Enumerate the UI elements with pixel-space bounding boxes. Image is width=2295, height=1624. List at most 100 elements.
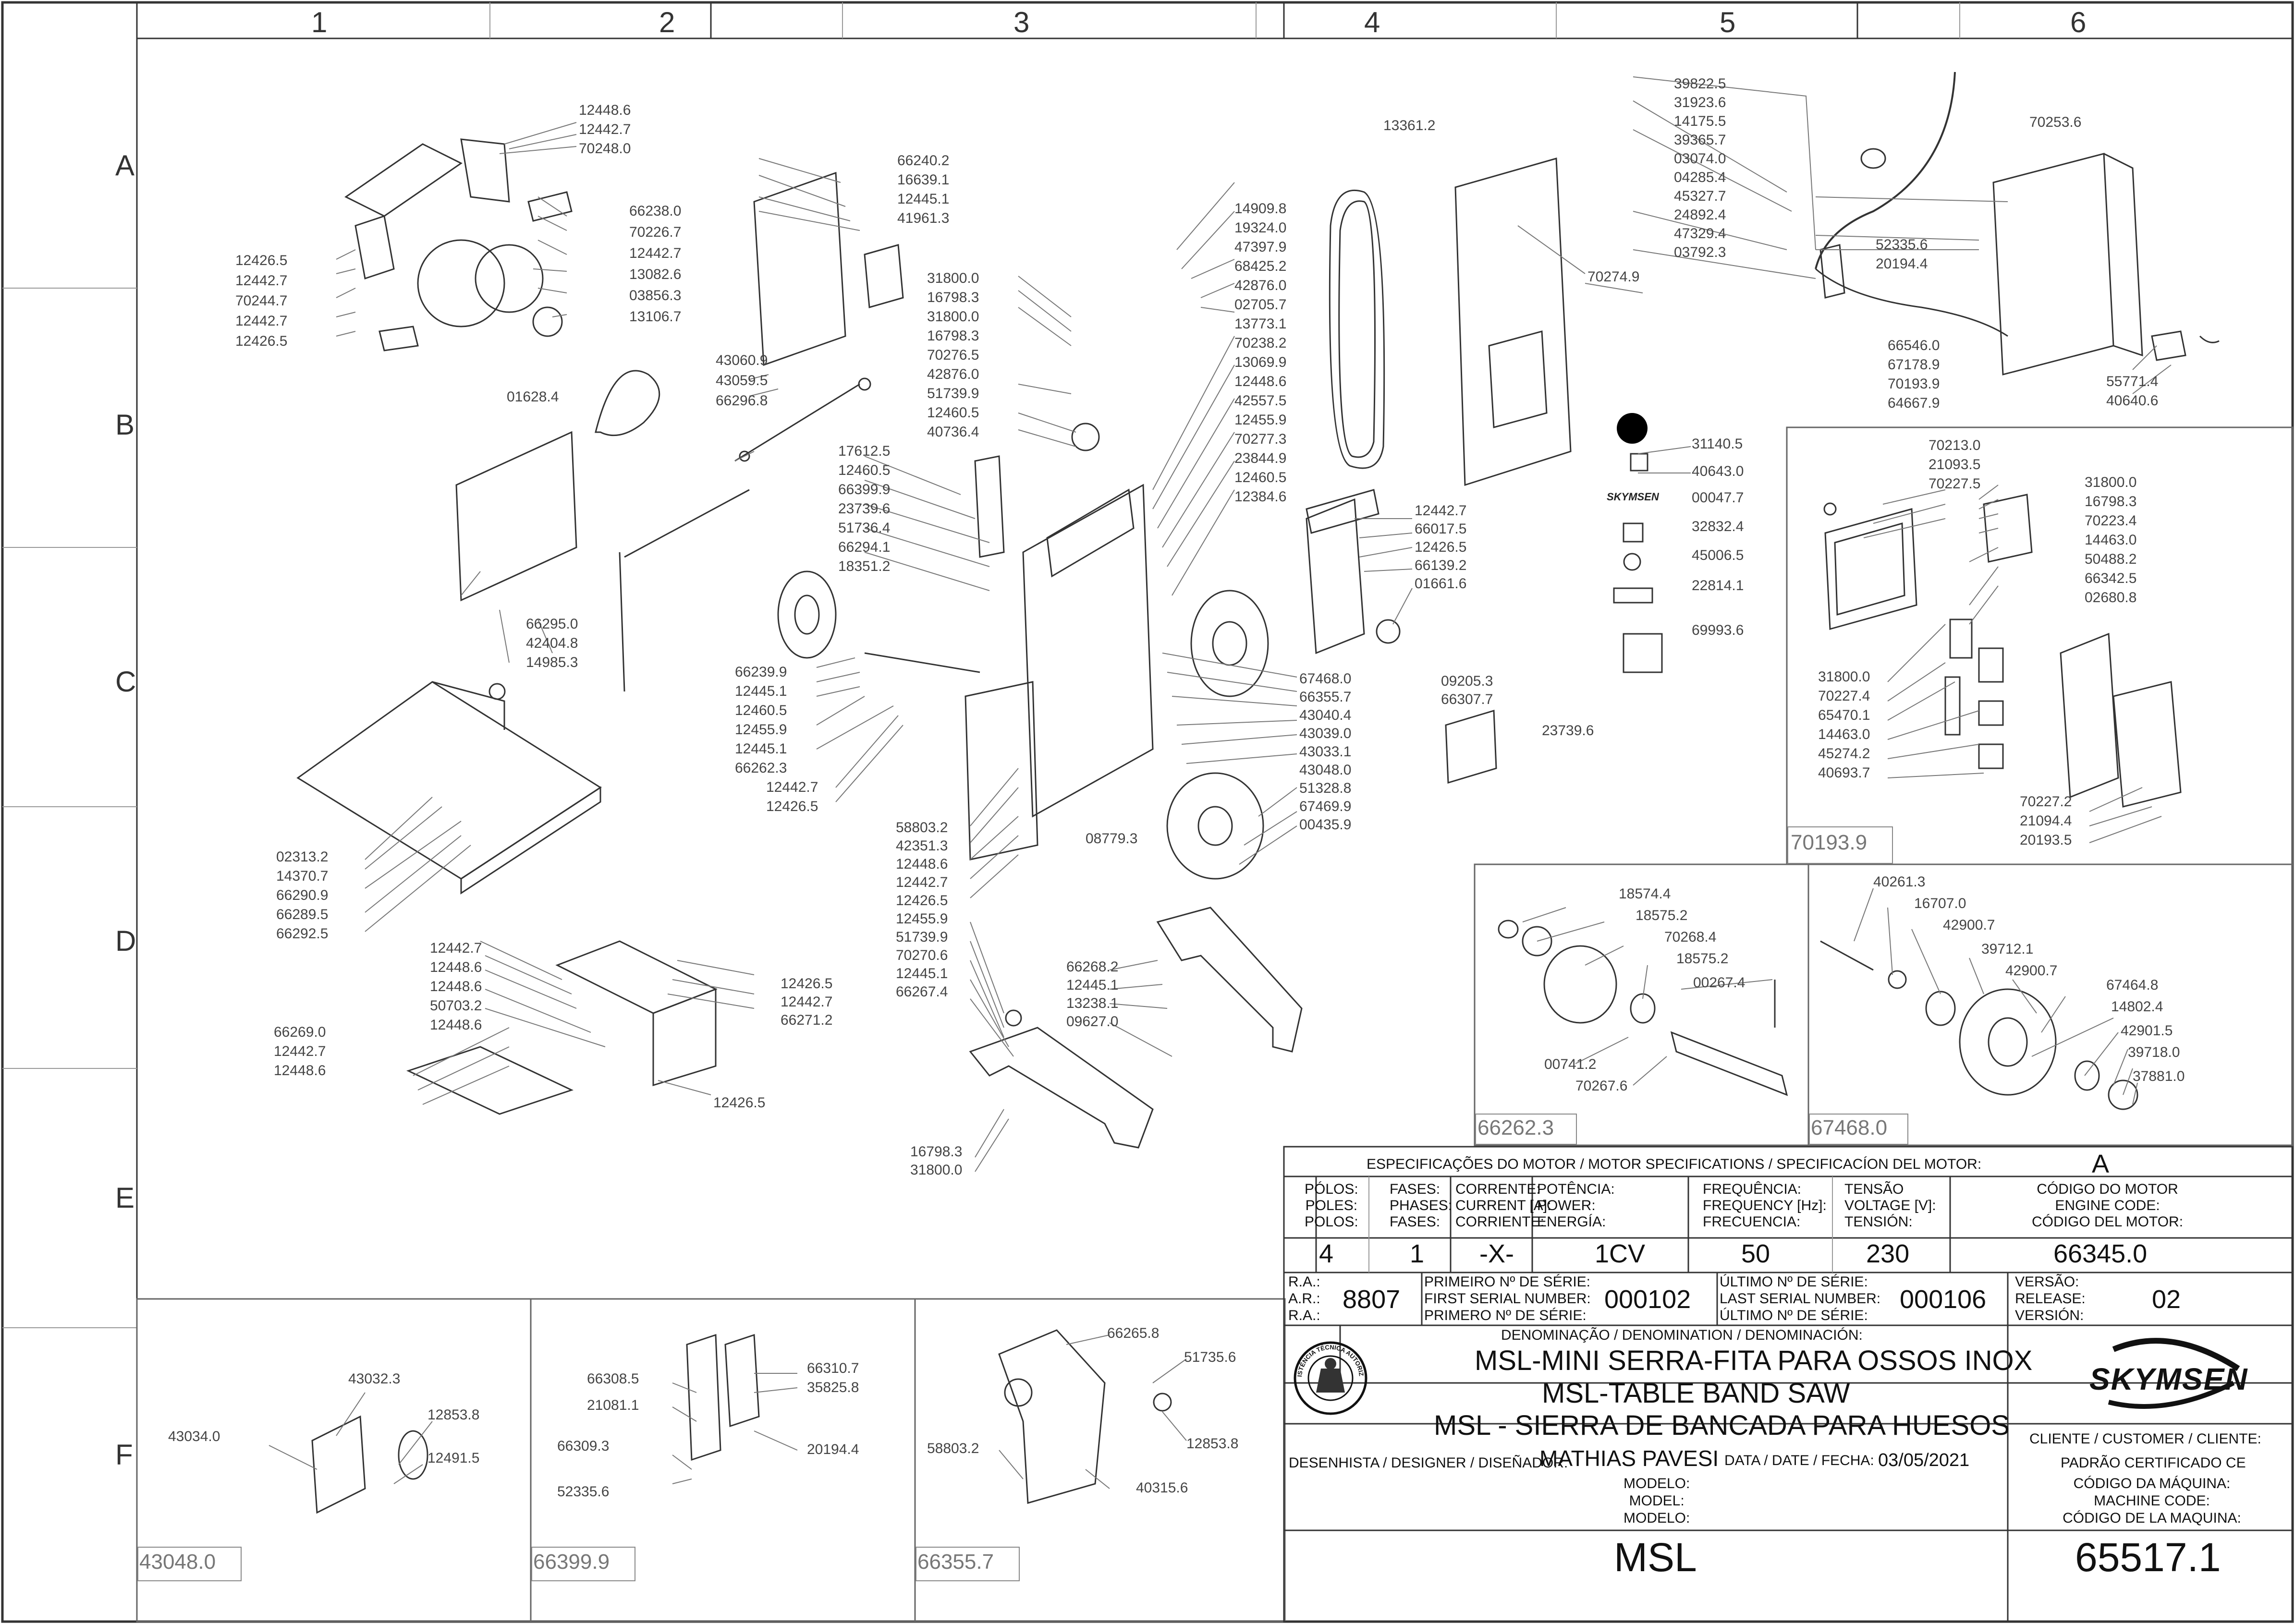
- model-value: MSL: [1614, 1535, 1697, 1580]
- version-value: 02: [2152, 1285, 2181, 1314]
- part-callout: 22814.1: [1692, 578, 1744, 594]
- zone-col-1: 1: [311, 6, 328, 38]
- section-id-66399: 66399.9: [533, 1550, 610, 1574]
- skymsen-logo-small: SKYMSEN: [1607, 491, 1659, 503]
- first-serial-value: 000102: [1604, 1285, 1691, 1314]
- zone-col-4: 4: [1364, 6, 1380, 38]
- engine-code-value: 66345.0: [2053, 1239, 2148, 1268]
- part-callout: 23739.6: [1542, 723, 1594, 739]
- part-callout: 12853.8: [1186, 1436, 1239, 1452]
- part-callout: 40261.3: [1873, 874, 1926, 890]
- section-id-66355: 66355.7: [917, 1550, 994, 1574]
- motor-spec-revision: A: [2092, 1150, 2110, 1178]
- authorized-assistance-seal: ASSISTÊNCIA TÉCNICA AUTORIZADA: [1292, 1340, 1367, 1415]
- part-callout: 00047.7: [1692, 490, 1744, 506]
- part-callout: 51735.6: [1184, 1349, 1236, 1365]
- part-callout: 58803.2: [927, 1441, 979, 1456]
- current-label: CORRENTE:CURRENT [A]:CORRIENTE:: [1455, 1181, 1551, 1230]
- poles-value: 4: [1319, 1239, 1334, 1268]
- section-id-70193: 70193.9: [1791, 831, 1868, 854]
- part-callout: 12491.5: [427, 1450, 480, 1466]
- zone-row-f: F: [115, 1439, 133, 1471]
- part-callout: 12853.8: [427, 1407, 480, 1423]
- version-label: VERSÃO:RELEASE:VERSIÓN:: [2015, 1274, 2086, 1323]
- part-callout: 39718.0: [2128, 1044, 2180, 1060]
- zone-row-b: B: [115, 409, 135, 441]
- part-callout: 14802.4: [2111, 999, 2163, 1015]
- part-callout: 43032.3: [348, 1371, 401, 1387]
- zone-row-e: E: [115, 1182, 135, 1214]
- zone-col-6: 6: [2070, 6, 2087, 38]
- ra-value: 8807: [1343, 1285, 1401, 1314]
- part-callout: 67464.8: [2106, 977, 2159, 993]
- zone-col-3: 3: [1013, 6, 1030, 38]
- current-value: -X-: [1479, 1239, 1514, 1268]
- part-callout: 40643.0: [1692, 463, 1744, 479]
- last-serial-value: 000106: [1900, 1285, 1987, 1314]
- part-callout: 42900.7: [1943, 917, 1995, 933]
- part-callout: 16707.0: [1914, 896, 1966, 911]
- part-callout: 43034.0: [168, 1429, 220, 1444]
- part-callout: 00741.2: [1544, 1056, 1597, 1072]
- machine-code-value: 65517.1: [2075, 1535, 2221, 1580]
- section-id-67468: 67468.0: [1811, 1116, 1888, 1139]
- poles-label: PÓLOS:POLES:POLOS:: [1305, 1181, 1358, 1230]
- part-callout: 37881.0: [2133, 1068, 2185, 1084]
- part-callout: 18575.2: [1676, 951, 1729, 967]
- part-callout: 52335.6: [557, 1484, 610, 1500]
- part-callout: 70274.9: [1587, 269, 1640, 285]
- power-label: POTÊNCIA:POWER:ENERGÍA:: [1537, 1181, 1615, 1230]
- zone-row-a: A: [115, 149, 135, 182]
- designer-label: DESENHISTA / DESIGNER / DISEÑADOR:: [1289, 1455, 1568, 1471]
- part-callout: 66308.5: [587, 1371, 639, 1387]
- power-value: 1CV: [1595, 1239, 1646, 1268]
- part-callout: 42901.5: [2121, 1023, 2173, 1039]
- part-callout: 45006.5: [1692, 547, 1744, 563]
- date-label: DATA / DATE / FECHA:: [1724, 1453, 1874, 1468]
- skymsen-logo-swoosh: [2108, 1338, 2240, 1409]
- part-callout: 70253.6: [2029, 114, 2082, 130]
- last-serial-label: ÚLTIMO Nº DE SÉRIE:LAST SERIAL NUMBER:ÚL…: [1720, 1274, 1881, 1323]
- part-callout: 01628.4: [507, 389, 559, 405]
- date-value: 03/05/2021: [1878, 1450, 1970, 1470]
- machine-code-label: CÓDIGO DA MÁQUINA:MACHINE CODE:CÓDIGO DE…: [2063, 1476, 2241, 1526]
- part-callout: 42900.7: [2005, 963, 2058, 979]
- part-callout: 69993.6: [1692, 622, 1744, 638]
- motor-spec-header: ESPECIFICAÇÕES DO MOTOR / MOTOR SPECIFIC…: [1367, 1156, 1982, 1172]
- frequency-value: 50: [1741, 1239, 1770, 1268]
- first-serial-label: PRIMEIRO Nº DE SÉRIE:FIRST SERIAL NUMBER…: [1424, 1274, 1591, 1323]
- part-callout: 70267.6: [1575, 1078, 1628, 1094]
- part-callout: 00267.4: [1693, 975, 1746, 991]
- product-name-en: MSL-TABLE BAND SAW: [1542, 1378, 1850, 1409]
- denomination-header: DENOMINAÇÃO / DENOMINATION / DENOMINACIÓ…: [1501, 1327, 1863, 1343]
- part-callout: 31140.5: [1692, 436, 1743, 452]
- part-callout: 66309.3: [557, 1438, 610, 1454]
- part-callout: 08779.3: [1086, 831, 1138, 847]
- phases-label: FASES:PHASES:FASES:: [1390, 1181, 1453, 1230]
